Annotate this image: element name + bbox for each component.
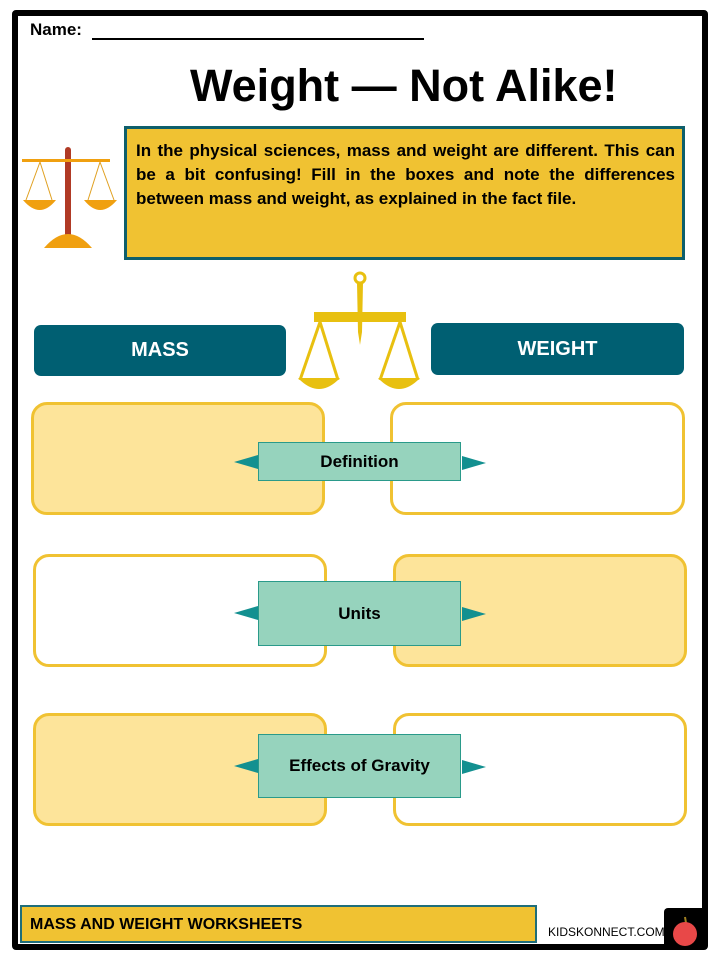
page-border xyxy=(12,10,708,950)
balance-scale-icon xyxy=(298,271,420,389)
units-label: Units xyxy=(258,581,461,646)
gravity-label: Effects of Gravity xyxy=(258,734,461,798)
mass-units-box[interactable] xyxy=(33,554,327,667)
mass-header: MASS xyxy=(34,325,286,376)
name-field[interactable] xyxy=(92,38,424,40)
apple-logo-icon xyxy=(664,908,706,950)
definition-label: Definition xyxy=(258,442,461,481)
arrow-left-icon xyxy=(234,759,258,773)
site-name: KIDSKONNECT.COM xyxy=(548,925,665,939)
weight-header: WEIGHT xyxy=(431,323,684,375)
arrow-left-icon xyxy=(234,455,258,469)
page-title: Weight — Not Alike! xyxy=(190,60,618,111)
scales-icon xyxy=(22,147,117,248)
arrow-right-icon xyxy=(462,760,486,774)
arrow-right-icon xyxy=(462,456,486,470)
intro-text: In the physical sciences, mass and weigh… xyxy=(124,126,685,260)
arrow-right-icon xyxy=(462,607,486,621)
footer-title: MASS AND WEIGHT WORKSHEETS xyxy=(20,905,537,943)
name-label: Name: xyxy=(30,20,82,39)
arrow-left-icon xyxy=(234,606,258,620)
